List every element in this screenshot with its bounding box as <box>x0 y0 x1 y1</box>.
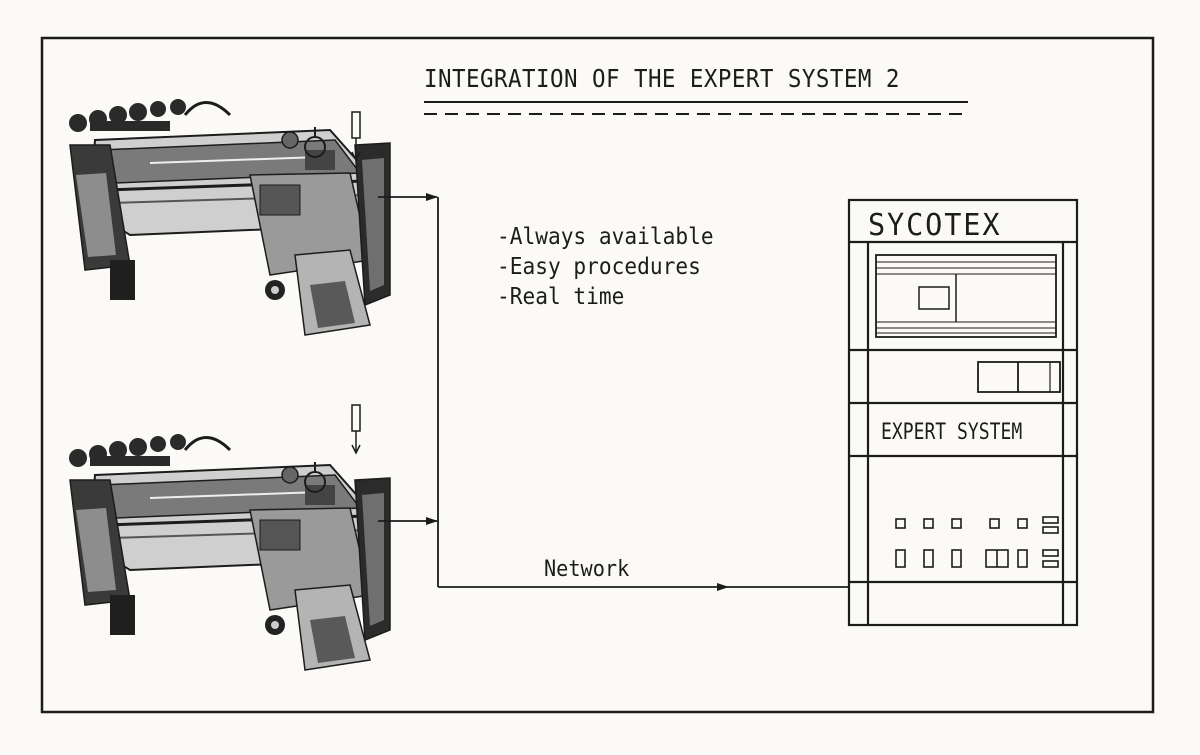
machine-pointer-icon <box>351 111 361 162</box>
terminal-brand: SYCOTEX <box>868 208 1002 243</box>
network-connections <box>378 193 848 591</box>
diagram-title: INTEGRATION OF THE EXPERT SYSTEM 2 <box>424 64 900 93</box>
feature-item: -Easy procedures <box>497 254 701 280</box>
terminal-label: EXPERT SYSTEM <box>881 420 1023 445</box>
network-label: Network <box>544 557 630 582</box>
expert-system-terminal <box>847 198 1079 627</box>
feature-item: -Always available <box>497 224 714 250</box>
machine-pointer-icon <box>351 404 361 455</box>
feature-list: -Always available -Easy procedures -Real… <box>497 222 714 312</box>
feature-item: -Real time <box>497 284 625 310</box>
